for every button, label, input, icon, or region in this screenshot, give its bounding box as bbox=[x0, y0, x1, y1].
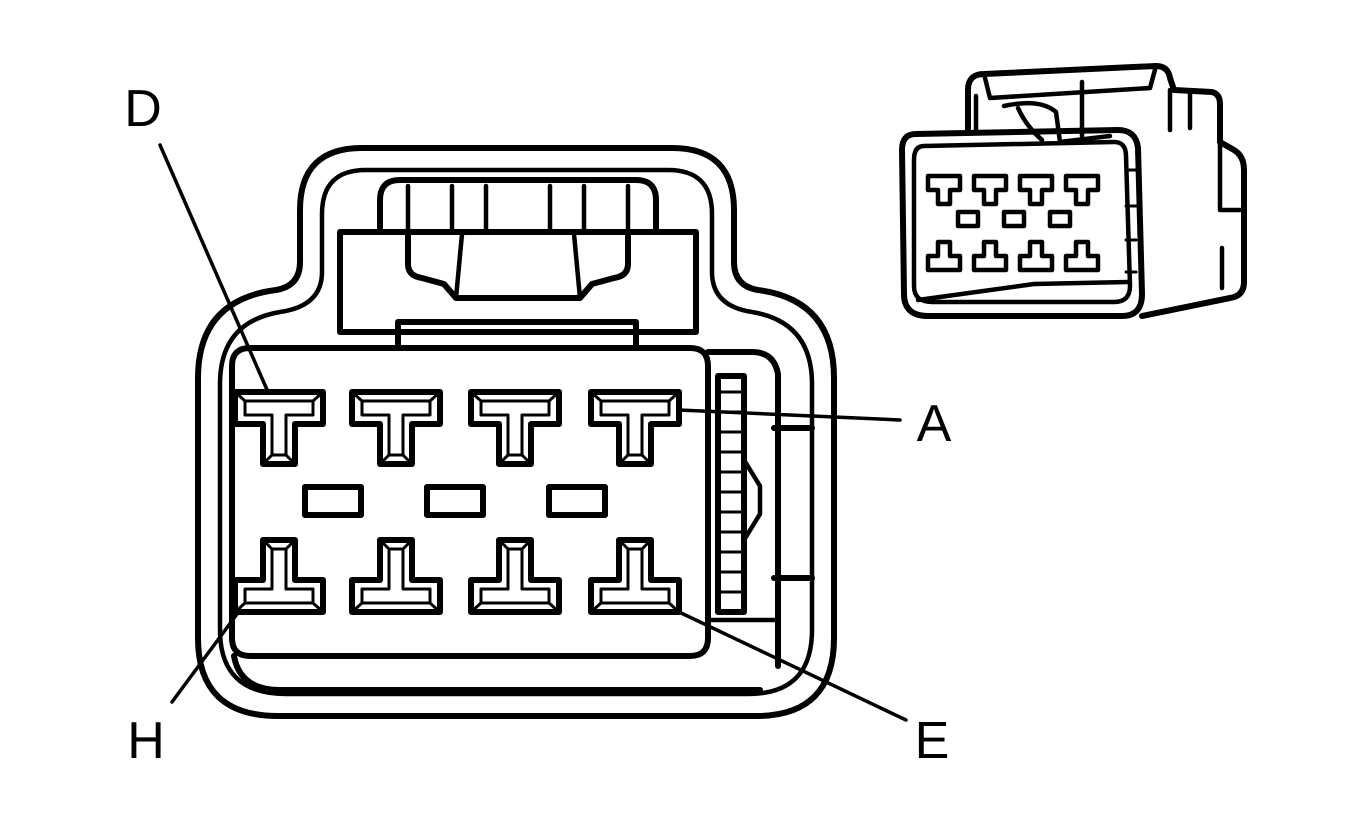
front-face-outer bbox=[899, 127, 1145, 319]
leader-line-d bbox=[158, 143, 270, 394]
pin-cavity-d bbox=[232, 389, 326, 467]
connector-face-view bbox=[195, 145, 837, 719]
pin-cavity-h bbox=[232, 537, 326, 615]
side-lock-tab bbox=[741, 457, 763, 543]
pin-label-h: H bbox=[127, 712, 165, 770]
latch-curve bbox=[1001, 100, 1063, 145]
keying-slots bbox=[302, 484, 608, 518]
pin-label-d: D bbox=[124, 80, 162, 138]
latch-lever bbox=[405, 229, 631, 301]
keying-slot bbox=[424, 484, 486, 518]
pin-cavity-block bbox=[229, 345, 711, 659]
keying-slot bbox=[546, 484, 608, 518]
latch-base bbox=[337, 229, 699, 335]
pin-cavity-f bbox=[468, 537, 562, 615]
connector-perspective-view bbox=[899, 63, 1247, 319]
housing-inner-outline bbox=[217, 167, 815, 697]
leader-line-e bbox=[677, 610, 908, 722]
latch-frame bbox=[377, 177, 659, 235]
pin-cavity-g bbox=[349, 537, 443, 615]
front-face-inner bbox=[911, 139, 1133, 305]
pin-row-bottom bbox=[232, 537, 682, 615]
pin-cavity-c bbox=[349, 389, 443, 467]
pin-cavity-e bbox=[588, 537, 682, 615]
pin-label-e: E bbox=[915, 712, 950, 770]
pin-cavity-b bbox=[468, 389, 562, 467]
pin-labels: D A H E bbox=[124, 80, 951, 770]
leader-lines bbox=[158, 143, 908, 722]
housing-outer-outline bbox=[195, 145, 837, 719]
mini-pin-row-bottom bbox=[925, 239, 1101, 273]
side-lock-outline bbox=[705, 349, 781, 669]
keying-slot bbox=[302, 484, 364, 518]
leader-line-h bbox=[170, 608, 242, 704]
mini-keying-slots bbox=[955, 209, 1073, 229]
pin-cavity-a bbox=[588, 389, 682, 467]
pin-row-top bbox=[232, 389, 682, 467]
side-lock-bar bbox=[715, 373, 747, 615]
mini-pin-row-top bbox=[925, 173, 1101, 207]
leader-line-a bbox=[677, 408, 902, 422]
pin-label-a: A bbox=[917, 395, 952, 453]
